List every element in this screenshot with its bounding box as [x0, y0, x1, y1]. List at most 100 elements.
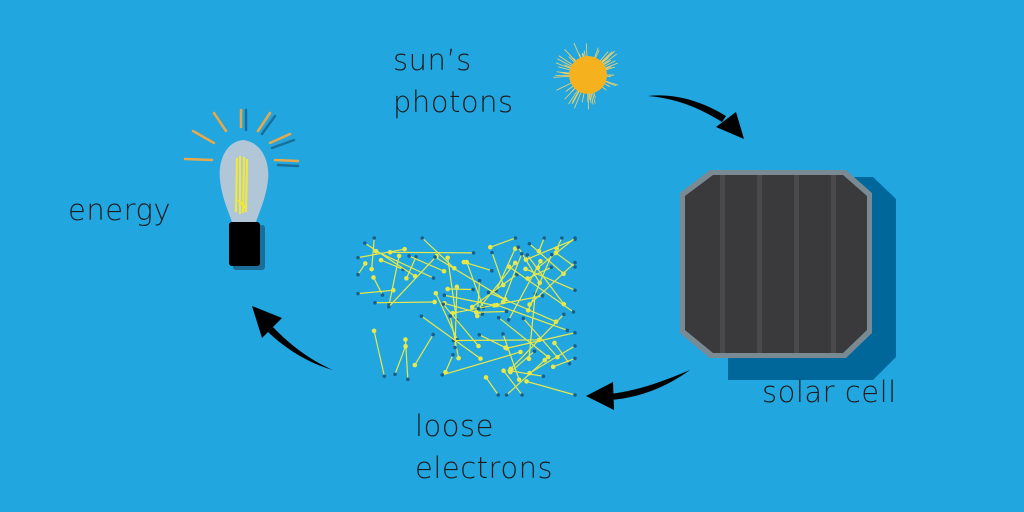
solar-cell-body [685, 175, 867, 353]
electron-dot [476, 343, 481, 349]
electron-dot [396, 253, 402, 259]
electron-dot [450, 310, 455, 316]
electron [412, 332, 435, 368]
electron-trail [508, 266, 574, 313]
arrow-sun-to-cell [648, 95, 744, 139]
electron [407, 254, 447, 274]
electron-tail-dot [567, 361, 572, 366]
electron-dot [412, 362, 418, 368]
electron-tail-dot [433, 255, 437, 259]
electron [371, 328, 387, 379]
electron-dot [535, 265, 541, 271]
electron-trail [442, 351, 521, 376]
electron [387, 250, 476, 255]
sun-icon [553, 42, 619, 110]
electron [440, 349, 523, 377]
electron-tail-dot [573, 330, 577, 335]
electron [369, 236, 377, 272]
electron-trail [529, 262, 576, 305]
electron-dot [402, 246, 407, 252]
electron-dot [461, 259, 467, 265]
electron-dot [512, 260, 518, 266]
electron-tail-dot [573, 265, 577, 269]
electron-dot [488, 244, 493, 250]
electron-dot [516, 377, 522, 382]
electron-dot [371, 328, 377, 334]
electron [403, 337, 410, 382]
electron-tail-dot [520, 393, 524, 397]
electron-tail-dot [448, 314, 453, 318]
electron-tail-dot [477, 278, 482, 283]
electron-trail [357, 289, 394, 295]
sun-ray [557, 58, 573, 68]
electron-tail-dot [541, 374, 546, 379]
electron [504, 357, 548, 397]
electron [486, 290, 559, 324]
electron-tail-dot [486, 290, 491, 295]
electron-tail-dot [451, 353, 455, 357]
electron-tail-dot [442, 293, 447, 298]
electron-dot [552, 340, 557, 346]
electron-dot [525, 308, 531, 313]
electron-trail [553, 342, 570, 365]
electron-trail [444, 294, 495, 306]
electrons-cluster [356, 236, 577, 397]
electron-dot [545, 354, 551, 360]
electron-tail-dot [549, 252, 554, 257]
electron-dot [506, 264, 512, 269]
electron-tail-dot [504, 393, 509, 397]
solar-cell [680, 170, 896, 380]
electron-tail-dot [521, 316, 526, 321]
electron-tail-dot [490, 268, 494, 273]
electron [448, 314, 461, 361]
label-energy: energy [68, 193, 172, 227]
electron [450, 294, 545, 316]
electron [473, 309, 509, 315]
electron-trail [408, 255, 445, 272]
electron-dot [542, 357, 548, 363]
electron-dot [404, 276, 409, 281]
electron-trail [491, 252, 504, 286]
electron-trail [453, 339, 540, 342]
electron-trail [390, 251, 474, 254]
electron-dot [378, 257, 384, 263]
electron [442, 293, 497, 308]
electron-dot [391, 287, 396, 293]
electron-tail-dot [393, 372, 397, 377]
electron-tail-dot [513, 236, 518, 240]
electron-dot [502, 297, 508, 302]
electron-tail-dot [356, 255, 360, 260]
electron-dot [492, 303, 497, 308]
electron-dot [536, 337, 542, 343]
electron-trail [375, 250, 434, 279]
electron [451, 337, 542, 343]
electron-trail [414, 334, 434, 366]
electron-tail-dot [542, 236, 547, 240]
electron-dot [445, 255, 450, 261]
electron-tail-dot [431, 276, 436, 280]
electron-tail-dot [372, 236, 377, 240]
label-electrons-line2: electrons [415, 451, 554, 485]
electron-tail-dot [380, 293, 385, 297]
electron-trail [442, 303, 479, 347]
electron [453, 284, 460, 350]
electron-trail [498, 317, 549, 358]
electron-tail-dot [386, 305, 391, 309]
electron-dot [387, 250, 393, 255]
electron-trail [528, 293, 536, 359]
electron [523, 266, 577, 292]
electron-dot [469, 304, 475, 310]
electron-trail [508, 260, 542, 321]
electron [441, 302, 481, 349]
electron [420, 236, 457, 271]
bulb-rays [183, 108, 300, 168]
electron-dot [454, 284, 460, 290]
electron-dot [443, 369, 448, 375]
electron-trail [471, 274, 518, 308]
electron-trail [404, 339, 409, 380]
electron-dot [369, 266, 374, 272]
electron [356, 287, 396, 296]
electron-dot [555, 354, 560, 360]
electron [550, 356, 577, 370]
